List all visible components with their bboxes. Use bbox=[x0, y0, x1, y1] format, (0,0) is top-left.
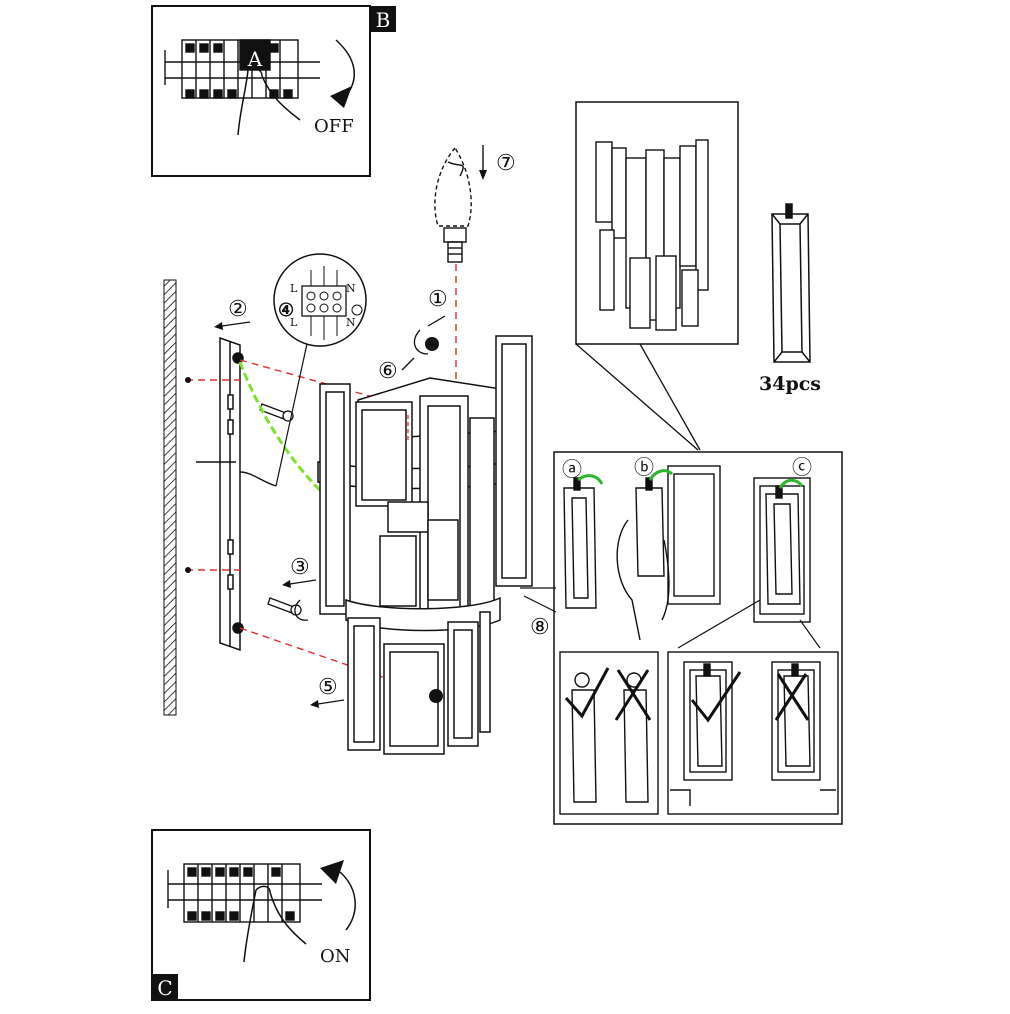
crystal-step-c-label: ⓒ bbox=[792, 455, 812, 479]
crystal-step-b-icon bbox=[616, 465, 721, 641]
step-5-label: ⑤ bbox=[318, 675, 338, 700]
step-2-arrow-head bbox=[214, 322, 223, 330]
frame-check-icon bbox=[690, 671, 742, 723]
check-mark-icon bbox=[564, 667, 610, 719]
step-3-arrow bbox=[289, 579, 317, 585]
frame-examples-icon bbox=[670, 661, 836, 806]
step-4-label: ④ bbox=[278, 300, 294, 321]
step-3-arrow-head bbox=[282, 580, 291, 588]
supply-wire bbox=[239, 471, 277, 487]
crystal-step-b-label: ⓑ bbox=[634, 455, 654, 479]
step-6-label: ⑥ bbox=[378, 359, 398, 384]
lamp-body bbox=[317, 335, 533, 755]
terminal-l-bottom: L bbox=[290, 316, 298, 329]
on-label: ON bbox=[320, 946, 351, 967]
step-3-label: ③ bbox=[290, 555, 310, 580]
rotate-screw-icon bbox=[294, 599, 309, 621]
anchor-bottom bbox=[185, 567, 191, 573]
top-nut-rotate-icon bbox=[413, 329, 429, 355]
panel-breaker-off: B A OFF bbox=[151, 5, 396, 177]
callout-line bbox=[275, 329, 311, 487]
hook-examples-icon bbox=[571, 672, 649, 803]
detail-zoom-line-1 bbox=[677, 599, 761, 649]
crystal-mount-panel bbox=[520, 451, 843, 825]
hook-correct-box bbox=[559, 651, 659, 815]
candle-bulb-icon bbox=[434, 146, 472, 263]
mounting-bracket bbox=[196, 336, 244, 652]
step-1-label: ① bbox=[428, 287, 448, 312]
crystal-step-a-icon bbox=[563, 474, 604, 609]
step-5-arrow bbox=[317, 699, 345, 705]
step-5-arrow-head bbox=[310, 700, 319, 708]
down-arrow-head-icon bbox=[479, 170, 487, 180]
step-7-label: ⑦ bbox=[496, 151, 516, 176]
breaker-block-icon bbox=[164, 39, 320, 99]
anchor-top bbox=[185, 377, 191, 383]
crystal-step-a-label: ⓐ bbox=[562, 457, 582, 481]
badge-b: B bbox=[376, 8, 391, 32]
breaker-label-a: A bbox=[247, 47, 263, 71]
hand-on-icon bbox=[243, 885, 307, 963]
cross-mark-icon bbox=[614, 669, 652, 721]
frame-cross-icon bbox=[774, 673, 810, 721]
zoom-line-right bbox=[639, 343, 701, 451]
step-2-arrow bbox=[221, 321, 251, 327]
assembled-lamp-icon bbox=[595, 139, 709, 331]
badge-c: C bbox=[157, 976, 172, 1000]
terminal-n-top: N bbox=[346, 282, 356, 295]
finished-lamp-panel bbox=[575, 101, 739, 451]
detail-zoom-line-2 bbox=[799, 619, 821, 649]
terminal-block-callout bbox=[273, 253, 367, 347]
step-8-label: ⑧ bbox=[530, 615, 550, 640]
breaker-block-on-icon bbox=[167, 863, 322, 923]
arrow-head-icon bbox=[330, 86, 352, 108]
terminal-n-bottom: N bbox=[346, 316, 356, 329]
frame-correct-box bbox=[667, 651, 839, 815]
bottom-nut-icon bbox=[429, 689, 443, 703]
crystal-step-c-icon bbox=[753, 477, 811, 623]
zoom-line-left bbox=[575, 343, 699, 451]
terminal-l-top: L bbox=[290, 282, 298, 295]
rotate-arrow-icon bbox=[335, 39, 355, 97]
badge-c-box bbox=[152, 974, 178, 1000]
step-6-arrow bbox=[401, 357, 415, 371]
step-2-label: ② bbox=[228, 297, 248, 322]
badge-b-box bbox=[370, 6, 396, 32]
rotate-on-arrow-icon bbox=[339, 871, 356, 931]
panel-breaker-on: C ON bbox=[151, 829, 371, 1001]
step-1-arrow bbox=[427, 315, 446, 327]
crystal-count: 34pcs bbox=[759, 373, 821, 395]
hand-pointing-icon bbox=[237, 67, 301, 136]
earth-symbol-icon bbox=[351, 304, 363, 316]
crystal-pendant-icon bbox=[771, 203, 811, 363]
arrow-on-head-icon bbox=[320, 860, 344, 884]
off-label: OFF bbox=[314, 116, 354, 137]
wall-hatch bbox=[163, 279, 177, 716]
top-nut-icon bbox=[425, 337, 439, 351]
